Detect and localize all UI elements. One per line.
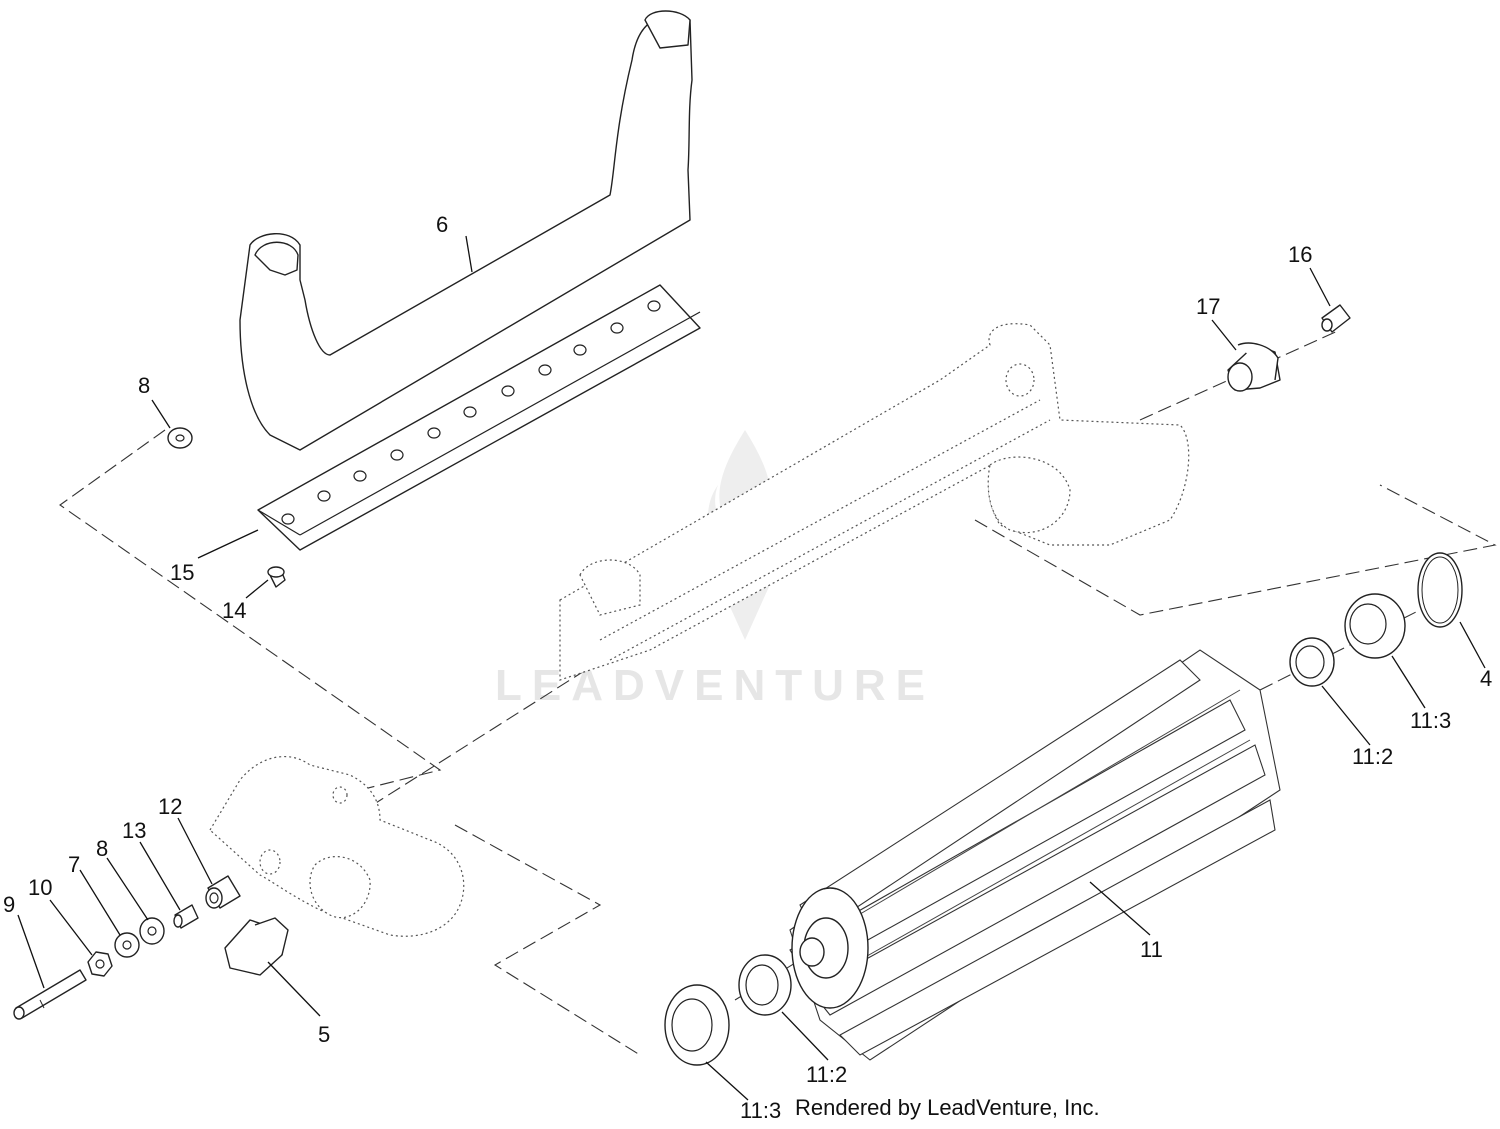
callout-9: 9 (3, 892, 15, 917)
part-shaft-9[interactable] (13, 969, 87, 1020)
part-nut-10[interactable] (87, 951, 113, 977)
part-side-plate (209, 756, 465, 937)
callout-13: 13 (122, 818, 146, 843)
callout-7: 7 (68, 852, 80, 877)
part-washer-top[interactable] (167, 427, 193, 449)
part-housing-17[interactable] (1227, 342, 1281, 392)
callout-15: 15 (170, 560, 194, 585)
callout-14: 14 (222, 598, 246, 623)
bedknife-holes (281, 300, 661, 525)
frame-right (974, 484, 1497, 616)
callout-11-2-right: 11:2 (1352, 744, 1393, 769)
callout-5: 5 (318, 1022, 330, 1047)
callout-8-top: 8 (138, 373, 150, 398)
part-screw-14[interactable] (267, 566, 286, 588)
main-frame-phantom (559, 323, 1190, 681)
part-bearing-right[interactable] (1344, 593, 1406, 659)
callout-labels: 6 8 15 14 16 17 4 11:3 11:2 11 11:2 11:3… (3, 212, 1492, 1123)
callout-17: 17 (1196, 294, 1220, 319)
part-plug-5[interactable] (224, 917, 289, 976)
part-bearing-bottom[interactable] (664, 984, 730, 1066)
part-washer-left[interactable] (139, 917, 165, 945)
part-spacer-13[interactable] (173, 904, 199, 929)
credit-text: Rendered by LeadVenture, Inc. (795, 1095, 1100, 1120)
leader-lines (17, 235, 1486, 1101)
part-bedbar[interactable] (239, 10, 693, 451)
part-bushing-12[interactable] (205, 875, 241, 909)
callout-11-3-bottom: 11:3 (740, 1098, 781, 1123)
callout-11-2-bottom: 11:2 (806, 1062, 847, 1087)
part-snap-ring[interactable] (1417, 552, 1463, 628)
frame-lower-middle (454, 824, 641, 1056)
callout-4: 4 (1480, 666, 1492, 691)
part-seal-right[interactable] (1289, 637, 1335, 687)
part-bedknife[interactable] (257, 284, 701, 551)
callout-6: 6 (436, 212, 448, 237)
callout-16: 16 (1288, 242, 1312, 267)
part-seal-bottom[interactable] (738, 954, 792, 1016)
frame-upper-left (59, 429, 442, 791)
part-washer-7[interactable] (114, 932, 140, 958)
part-fitting-16[interactable] (1321, 304, 1351, 333)
part-reel[interactable] (789, 649, 1281, 1061)
callout-11: 11 (1140, 937, 1163, 962)
callout-10: 10 (28, 875, 52, 900)
callout-11-3-right: 11:3 (1410, 708, 1451, 733)
callout-12: 12 (158, 794, 182, 819)
callout-8-left: 8 (96, 836, 108, 861)
